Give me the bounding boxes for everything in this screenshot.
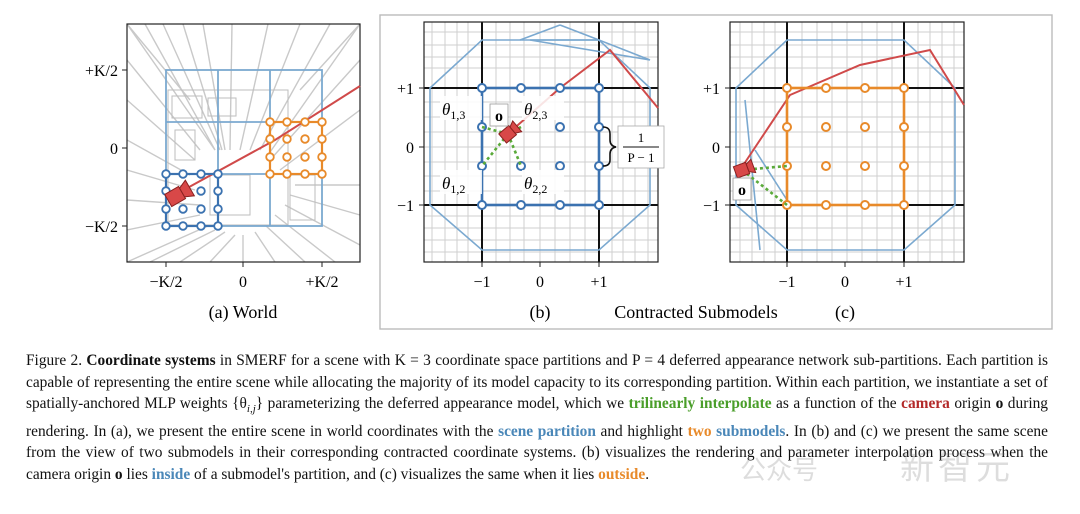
contracted-submodels-label: Contracted Submodels — [614, 302, 777, 322]
panel-a-world: +K/2 0 −K/2 −K/2 0 +K/2 (a) World — [85, 23, 361, 323]
panel-a-xtick-pos: +K/2 — [305, 274, 338, 291]
svg-text:o: o — [495, 108, 503, 125]
panel-c-anchor-points — [782, 83, 909, 210]
panel-c-xtick-pos: +1 — [895, 274, 912, 291]
svg-text:θ2,3: θ2,3 — [524, 100, 547, 122]
panel-b-origin-label: o — [489, 103, 509, 127]
panel-a-radial-lines — [126, 23, 361, 263]
panel-c-camera-ray — [739, 48, 965, 171]
svg-text:θ1,2: θ1,2 — [442, 174, 465, 196]
panel-b-ytick-pos: +1 — [397, 81, 414, 98]
panel-c-ytick-zero: 0 — [712, 140, 720, 157]
panel-c-octagon — [735, 39, 956, 251]
panel-a-ytick-zero: 0 — [110, 141, 118, 158]
panel-c-xtick-zero: 0 — [841, 274, 849, 291]
panel-c-xtick-neg: −1 — [778, 274, 795, 291]
watermark-logo: 新智元 — [900, 448, 1014, 488]
panel-a-camera-icon — [164, 179, 196, 208]
svg-text:θ2,2: θ2,2 — [524, 174, 547, 196]
panel-b-ytick-zero: 0 — [406, 140, 414, 157]
panel-b-brace — [602, 126, 617, 167]
panel-c-contraction-grid — [730, 22, 964, 262]
figure-2: +K/2 0 −K/2 −K/2 0 +K/2 (a) World — [85, 14, 1053, 330]
svg-text:1: 1 — [638, 130, 645, 145]
svg-text:o: o — [738, 182, 746, 199]
panel-a-label: (a) World — [209, 302, 278, 323]
panel-b-fraction: 1 P − 1 — [617, 125, 665, 169]
panel-b-submodel-inside: θ1,3 o θ2,3 θ1,2 θ2,2 1 P − 1 — [397, 21, 665, 323]
panel-c-ytick-neg: −1 — [703, 198, 720, 215]
panel-c-submodel-outside: o +1 0 −1 −1 0 +1 (c) — [703, 21, 965, 323]
panel-a-ytick-neg: −K/2 — [85, 219, 118, 236]
panel-b-theta22: θ2,2 — [522, 170, 564, 196]
panel-b-theta13: θ1,3 — [440, 96, 482, 122]
figure-caption: Figure 2. Coordinate systems in SMERF fo… — [26, 352, 1049, 484]
panel-a-ytick-pos: +K/2 — [85, 63, 118, 80]
panel-c-label: (c) — [835, 302, 855, 323]
panel-b-label: (b) — [530, 302, 551, 323]
svg-text:P − 1: P − 1 — [627, 150, 654, 165]
svg-text:θ1,3: θ1,3 — [442, 100, 465, 122]
panel-b-xtick-zero: 0 — [536, 274, 544, 291]
panel-c-camera-icon — [732, 158, 757, 179]
panel-b-xtick-neg: −1 — [473, 274, 490, 291]
panel-c-origin-label: o — [732, 177, 752, 201]
watermark-account: 公众号 — [740, 456, 819, 486]
panel-a-xtick-neg: −K/2 — [149, 274, 182, 291]
panel-b-ytick-neg: −1 — [397, 198, 414, 215]
panel-a-xtick-zero: 0 — [239, 274, 247, 291]
panel-b-xtick-pos: +1 — [590, 274, 607, 291]
panel-a-partition-grid — [165, 69, 323, 227]
panel-a-orange-submodel — [265, 117, 327, 179]
panel-b-theta23: θ2,3 — [522, 96, 564, 122]
panel-b-submodel-box — [480, 86, 601, 207]
panel-b-camera-icon — [498, 119, 523, 144]
panel-b-anchor-points — [477, 83, 604, 210]
panel-c-ytick-pos: +1 — [703, 81, 720, 98]
panel-c-submodel-box — [785, 86, 906, 207]
panel-b-theta12: θ1,2 — [440, 170, 482, 196]
